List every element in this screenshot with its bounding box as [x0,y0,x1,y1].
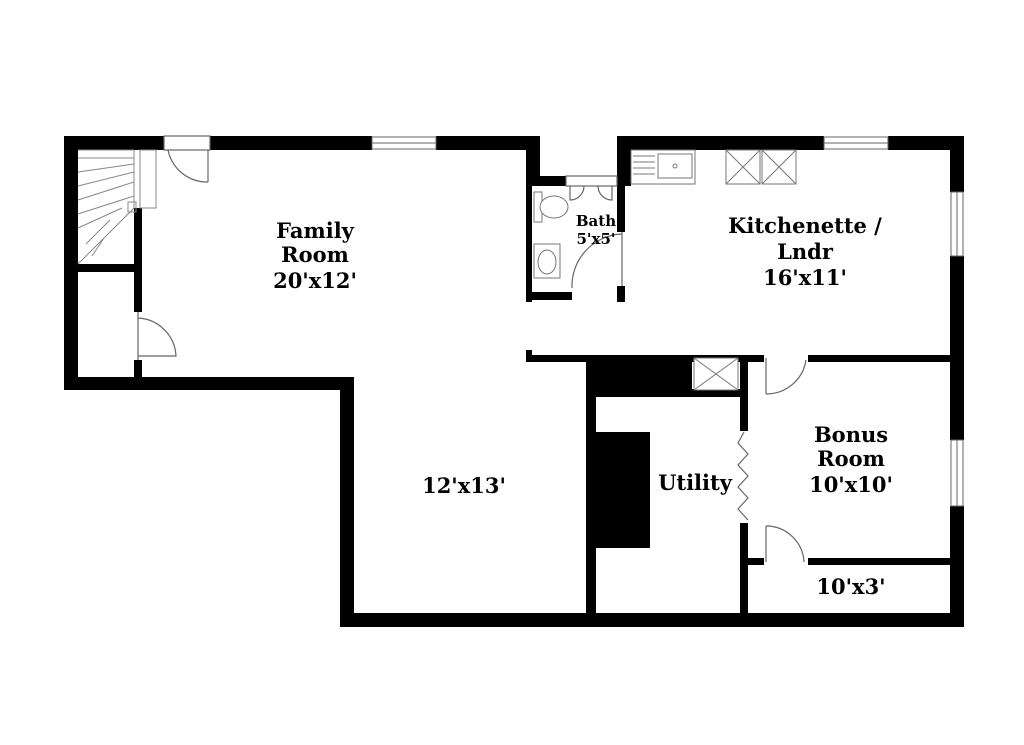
center-room-size: 12'x13' [422,473,506,498]
kitchen-fixtures [630,149,797,391]
toilet-bowl [539,195,569,219]
windows [371,136,964,507]
kitchenette-name-line2: Lndr [777,239,834,264]
bath-fixtures [533,191,569,279]
family-room-name-line1: Family [276,218,355,243]
room-labels: Family Room 20'x12' Bath 5'x5' Kitchenet… [273,212,893,599]
bath-name: Bath [576,212,616,230]
bonus-room-name-line1: Bonus [814,422,888,447]
bonus-room-name-line2: Room [817,446,885,471]
kitchenette-name-line1: Kitchenette / [728,213,882,238]
interior-walls [64,186,964,623]
doors [137,135,807,563]
stairs [77,149,157,265]
bonus-room-size: 10'x10' [809,472,893,497]
bath-size: 5'x5' [576,230,615,248]
family-room-name-line2: Room [281,242,349,267]
closet-size: 10'x3' [816,574,885,599]
exterior-walls [64,136,964,627]
kitchenette-size: 16'x11' [763,265,847,290]
kitchen-sink [657,153,693,179]
utility-name: Utility [658,470,733,495]
family-room-size: 20'x12' [273,268,357,293]
